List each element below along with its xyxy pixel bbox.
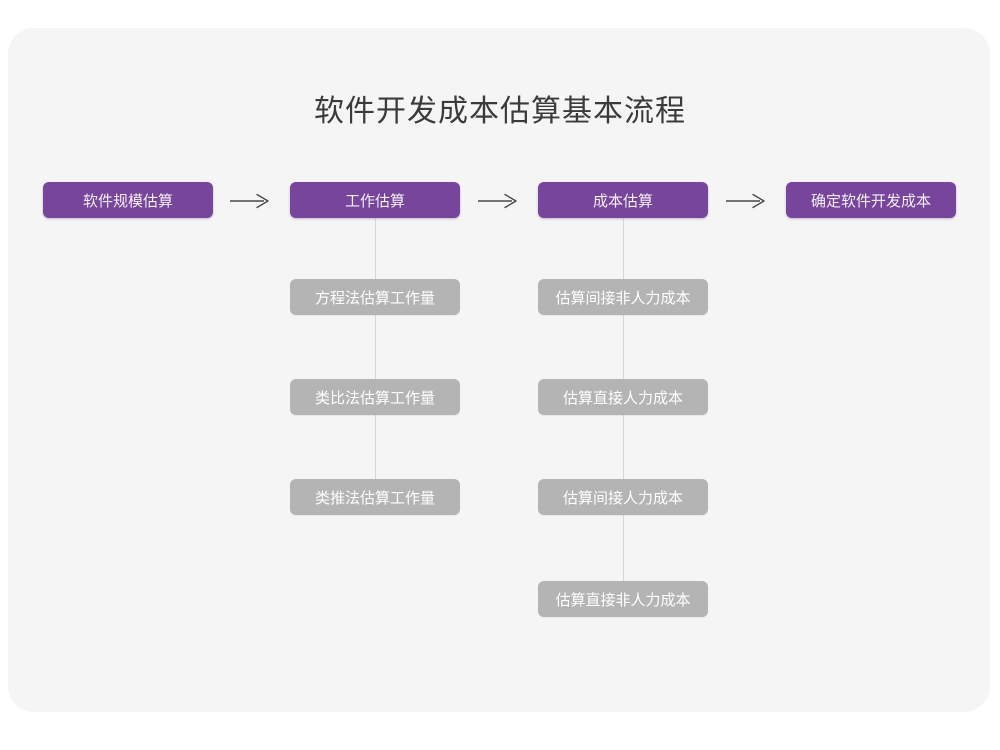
stage-node-determine-development-cost[interactable]: 确定软件开发成本 bbox=[786, 182, 956, 218]
substep-node-label: 类比法估算工作量 bbox=[314, 389, 435, 407]
connector-line bbox=[623, 315, 624, 379]
stage-node-software-scale-estimation[interactable]: 软件规模估算 bbox=[43, 182, 213, 218]
connector-line bbox=[623, 515, 624, 581]
substep-node-label: 估算间接人力成本 bbox=[562, 489, 683, 507]
substep-node-label: 估算间接非人力成本 bbox=[555, 289, 691, 307]
substep-node[interactable]: 类比法估算工作量 bbox=[290, 379, 460, 415]
substep-node[interactable]: 估算直接非人力成本 bbox=[538, 581, 708, 617]
connector-line bbox=[375, 218, 376, 279]
substep-node[interactable]: 类推法估算工作量 bbox=[290, 479, 460, 515]
page-title: 软件开发成本估算基本流程 bbox=[314, 95, 686, 128]
substep-node[interactable]: 估算直接人力成本 bbox=[538, 379, 708, 415]
arrow-right-icon bbox=[476, 190, 520, 212]
stage-node-label: 工作估算 bbox=[344, 192, 405, 210]
connector-line bbox=[375, 415, 376, 479]
connector-line bbox=[623, 218, 624, 279]
substep-node[interactable]: 估算间接非人力成本 bbox=[538, 279, 708, 315]
stage-node-label: 确定软件开发成本 bbox=[810, 192, 931, 210]
arrow-right-icon bbox=[228, 190, 272, 212]
connector-line bbox=[623, 415, 624, 479]
substep-node-label: 类推法估算工作量 bbox=[314, 489, 435, 507]
substep-node[interactable]: 估算间接人力成本 bbox=[538, 479, 708, 515]
stage-node-cost-estimation[interactable]: 成本估算 bbox=[538, 182, 708, 218]
stage-node-label: 成本估算 bbox=[592, 192, 653, 210]
substep-node-label: 估算直接人力成本 bbox=[562, 389, 683, 407]
diagram-card bbox=[8, 28, 990, 712]
arrow-right-icon bbox=[724, 190, 768, 212]
substep-node-label: 方程法估算工作量 bbox=[314, 289, 435, 307]
stage-node-label: 软件规模估算 bbox=[82, 192, 173, 210]
substep-node-label: 估算直接非人力成本 bbox=[555, 591, 691, 609]
connector-line bbox=[375, 315, 376, 379]
stage-node-work-estimation[interactable]: 工作估算 bbox=[290, 182, 460, 218]
substep-node[interactable]: 方程法估算工作量 bbox=[290, 279, 460, 315]
